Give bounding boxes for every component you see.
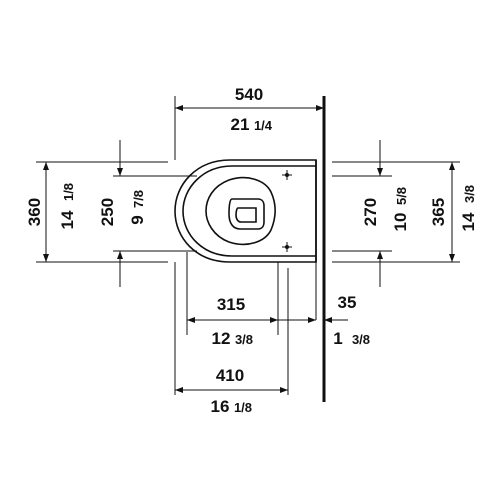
bowl-rim: [182, 165, 316, 257]
dim-250: 250 9 7/8: [98, 140, 147, 287]
dim-270-mm: 270: [361, 198, 380, 226]
dim-365: 365 14 3/8: [429, 162, 478, 262]
dim-315-in: 12: [212, 329, 231, 348]
fixing-bottom-icon: [282, 242, 292, 252]
outlet-opening: [228, 198, 265, 230]
dim-35: 35 1 3/8: [278, 293, 370, 348]
dim-270: 270 10 5/8: [361, 140, 410, 287]
toilet-outline: [174, 159, 317, 263]
dim-270-frac: 5/8: [394, 187, 409, 205]
dim-250-mm: 250: [98, 198, 117, 226]
dim-315: 315 12 3/8: [187, 295, 278, 348]
dim-360: 360 14 1/8: [25, 162, 77, 262]
dim-360-frac: 1/8: [61, 183, 76, 201]
dim-410-frac: 1/8: [234, 400, 252, 415]
dim-35-frac: 3/8: [352, 332, 370, 347]
dim-365-frac: 3/8: [462, 185, 477, 203]
dim-315-frac: 3/8: [235, 332, 253, 347]
dim-360-mm: 360: [25, 198, 44, 226]
dim-360-in: 14: [58, 210, 77, 229]
bowl-outer-shape: [174, 159, 317, 263]
outlet-inner: [235, 207, 257, 223]
dim-410-mm: 410: [216, 366, 244, 385]
dim-540-frac: 1/4: [254, 118, 273, 133]
dim-540: 540 21 1/4: [175, 85, 324, 134]
bowl-inner: [205, 176, 276, 246]
dim-250-frac: 7/8: [131, 190, 146, 208]
dim-540-mm: 540: [235, 85, 263, 104]
dim-315-mm: 315: [217, 295, 245, 314]
dim-35-mm: 35: [338, 293, 357, 312]
dim-270-in: 10: [391, 213, 410, 232]
dim-410-in: 16: [211, 397, 230, 416]
dim-365-in: 14: [459, 212, 478, 231]
dim-365-mm: 365: [429, 198, 448, 226]
dim-410: 410 16 1/8: [175, 366, 288, 416]
dim-250-in: 9: [128, 215, 147, 224]
fixing-top-icon: [282, 170, 292, 180]
dim-35-in: 1: [333, 329, 342, 348]
dim-540-in: 21: [231, 115, 250, 134]
